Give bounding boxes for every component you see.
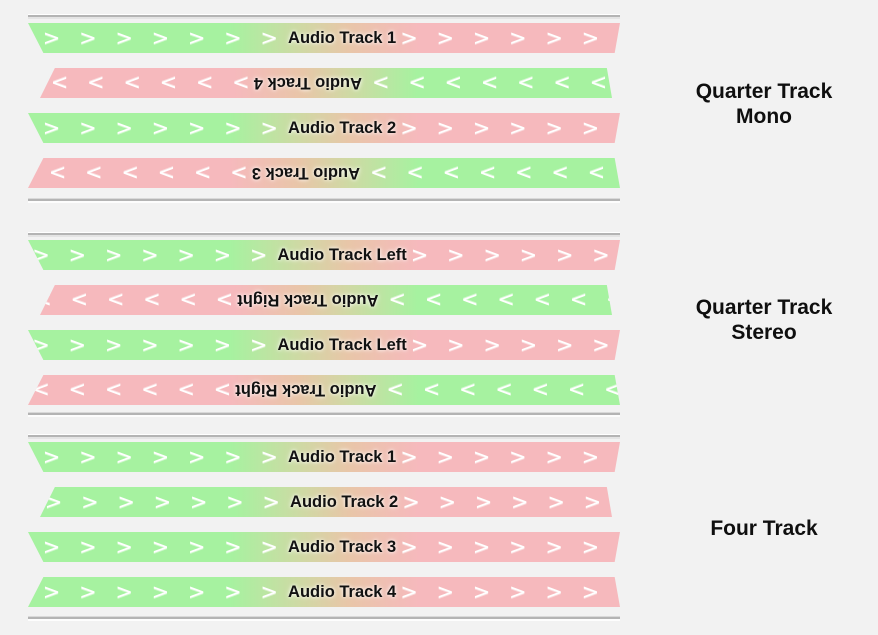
track-row[interactable]: > > > > > > > > > Audio Track Left > > >… [28, 240, 620, 270]
forward-chevrons-left: > > > > > > > > > [382, 288, 612, 313]
track-label: Audio Track 4 [253, 74, 362, 93]
track-label: Audio Track Left [277, 245, 407, 264]
track-label: Audio Track Right [237, 291, 379, 310]
section-quarter-track-stereo: > > > > > > > > > Audio Track Left > > >… [0, 216, 878, 421]
forward-chevrons-right: > > > > > > > > [400, 534, 620, 559]
track-row[interactable]: > > > > > > > > > Audio Track Right > > … [28, 375, 620, 405]
section-rail-bottom [28, 412, 620, 417]
track-label: Audio Track 3 [288, 537, 397, 556]
track-row[interactable]: > > > > > > > > > Audio Track 4 > > > > … [28, 577, 620, 607]
caption-line-1: Four Track [710, 517, 818, 540]
forward-chevrons-left: > > > > > > > > > [28, 242, 274, 267]
track-label: Audio Track 4 [288, 582, 397, 601]
forward-chevrons-right: > > > > > > > > [402, 489, 612, 514]
forward-chevrons-left: > > > > > > > > > [363, 161, 620, 186]
track-row[interactable]: > > > > > > > > > Audio Track 2 > > > > … [40, 487, 612, 517]
forward-chevrons-right: > > > > > > > > [400, 25, 620, 50]
track-content: > > > > > > > > > Audio Track Left > > >… [28, 330, 620, 360]
forward-chevrons-right: > > > > > > > > [28, 161, 248, 186]
track-row[interactable]: > > > > > > > > > Audio Track 4 > > > > … [40, 68, 612, 98]
track-row[interactable]: > > > > > > > > > Audio Track 2 > > > > … [28, 113, 620, 143]
forward-chevrons-right: > > > > > > > > [400, 115, 620, 140]
section-rail-top [28, 434, 620, 439]
track-content: > > > > > > > > > Audio Track 2 > > > > … [40, 487, 612, 517]
track-row[interactable]: > > > > > > > > > Audio Track 1 > > > > … [28, 442, 620, 472]
track-content: > > > > > > > > > Audio Track 3 > > > > … [28, 532, 620, 562]
caption-line-2: Stereo [731, 320, 797, 344]
forward-chevrons-right: > > > > > > > > [28, 378, 232, 403]
track-label: Audio Track 3 [251, 164, 360, 183]
track-label: Audio Track 2 [290, 492, 399, 511]
section-rail-bottom [28, 198, 620, 203]
track-row[interactable]: > > > > > > > > > Audio Track 3 > > > > … [28, 158, 620, 188]
section-caption-quarter-track-stereo: Quarter Track Stereo [655, 296, 873, 346]
caption-line-2: Mono [736, 104, 792, 128]
section-rail-bottom [28, 616, 620, 621]
forward-chevrons-left: > > > > > > > > > [28, 579, 285, 604]
track-content: > > > > > > > > > Audio Track Right > > … [40, 285, 612, 315]
forward-chevrons-left: > > > > > > > > > [28, 115, 285, 140]
forward-chevrons-right: > > > > > > > > [400, 579, 620, 604]
forward-chevrons-right: > > > > > > > > [40, 71, 250, 96]
section-caption-quarter-track-mono: Quarter Track Mono [655, 80, 873, 130]
forward-chevrons-right: > > > > > > > > [410, 332, 620, 357]
forward-chevrons-right: > > > > > > > > [410, 242, 620, 267]
section-quarter-track-mono: > > > > > > > > > Audio Track 1 > > > > … [0, 0, 878, 215]
forward-chevrons-left: > > > > > > > > > [365, 71, 612, 96]
forward-chevrons-right: > > > > > > > > [40, 288, 234, 313]
track-content: > > > > > > > > > Audio Track 1 > > > > … [28, 442, 620, 472]
section-caption-four-track: Four Track [655, 517, 873, 542]
track-label: Audio Track Right [235, 381, 377, 400]
track-label: Audio Track Left [277, 335, 407, 354]
section-four-track: > > > > > > > > > Audio Track 1 > > > > … [0, 422, 878, 635]
track-row[interactable]: > > > > > > > > > Audio Track 3 > > > > … [28, 532, 620, 562]
forward-chevrons-left: > > > > > > > > > [28, 444, 285, 469]
track-label: Audio Track 1 [288, 28, 397, 47]
track-row[interactable]: > > > > > > > > > Audio Track Right > > … [40, 285, 612, 315]
forward-chevrons-left: > > > > > > > > > [28, 332, 274, 357]
forward-chevrons-left: > > > > > > > > > [380, 378, 620, 403]
section-rail-top [28, 232, 620, 237]
caption-line-1: Quarter Track [695, 80, 833, 103]
track-content: > > > > > > > > > Audio Track 3 > > > > … [28, 158, 620, 188]
track-row[interactable]: > > > > > > > > > Audio Track Left > > >… [28, 330, 620, 360]
track-row[interactable]: > > > > > > > > > Audio Track 1 > > > > … [28, 23, 620, 53]
track-label: Audio Track 2 [288, 118, 397, 137]
forward-chevrons-left: > > > > > > > > > [28, 534, 285, 559]
forward-chevrons-right: > > > > > > > > [400, 444, 620, 469]
track-content: > > > > > > > > > Audio Track 4 > > > > … [28, 577, 620, 607]
caption-line-1: Quarter Track [695, 296, 833, 319]
track-content: > > > > > > > > > Audio Track 1 > > > > … [28, 23, 620, 53]
section-rail-top [28, 14, 620, 19]
track-label: Audio Track 1 [288, 447, 397, 466]
track-content: > > > > > > > > > Audio Track 2 > > > > … [28, 113, 620, 143]
track-content: > > > > > > > > > Audio Track Left > > >… [28, 240, 620, 270]
forward-chevrons-left: > > > > > > > > > [40, 489, 287, 514]
track-content: > > > > > > > > > Audio Track Right > > … [28, 375, 620, 405]
forward-chevrons-left: > > > > > > > > > [28, 25, 285, 50]
track-content: > > > > > > > > > Audio Track 4 > > > > … [40, 68, 612, 98]
